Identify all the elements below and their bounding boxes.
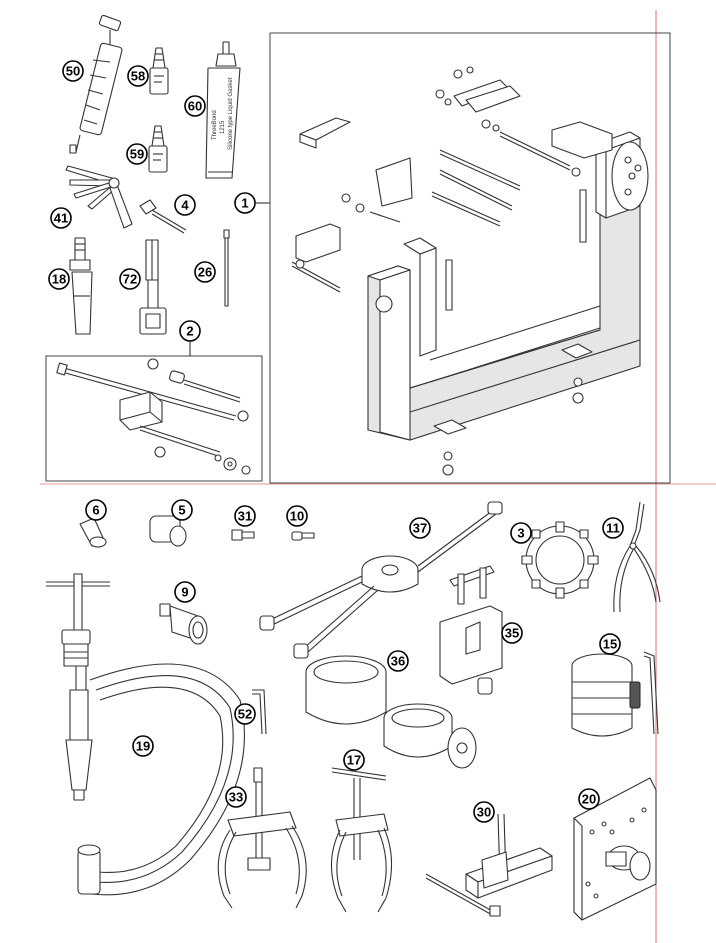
svg-text:11: 11 [606,521,620,536]
svg-text:52: 52 [238,707,252,722]
sleeve-6 [79,517,107,548]
svg-text:60: 60 [188,99,202,114]
callout-72: 72 [119,268,141,290]
syringe-tool [69,14,123,154]
callout-2: 2 [179,320,201,342]
puller-17 [330,767,393,913]
svg-text:4: 4 [181,198,189,213]
svg-text:6: 6 [92,503,99,518]
toothed-ring-3 [521,521,599,599]
callout-50: 50 [62,60,84,82]
holding-tool-35 [439,565,503,695]
svg-text:1: 1 [241,196,248,211]
callout-15: 15 [599,633,621,655]
sealant-tube: ThreeBond 1215 Silicone type Liquid Gask… [205,41,241,179]
socket-5 [149,515,187,547]
svg-text:36: 36 [391,654,405,669]
svg-text:17: 17 [347,753,361,768]
callout-20: 20 [578,788,600,810]
callout-33: 33 [225,786,247,808]
svg-text:33: 33 [229,790,243,805]
svg-text:35: 35 [505,626,519,641]
mount-plate-20 [573,777,657,921]
tube-label-desc: Silicone type Liquid Gasket [228,77,234,150]
svg-text:20: 20 [582,792,596,807]
svg-text:5: 5 [178,503,185,518]
svg-text:15: 15 [603,637,617,652]
pin-tool-26 [223,229,230,307]
callout-37: 37 [409,517,431,539]
valve-spring-compressor [46,573,245,896]
callout-59: 59 [126,143,148,165]
circlip-pliers [613,501,661,613]
socket-key-4 [139,199,187,234]
puller-33 [217,767,307,909]
callout-1: 1 [234,192,256,214]
svg-text:41: 41 [54,211,68,226]
callout-9: 9 [174,581,196,603]
svg-text:58: 58 [131,69,145,84]
svg-text:19: 19 [136,739,150,754]
threadlock-bottle-59 [148,125,168,173]
callout-10: 10 [286,505,308,527]
callout-60: 60 [184,95,206,117]
callout-36: 36 [387,650,409,672]
callout-11: 11 [602,517,624,539]
svg-text:3: 3 [517,526,524,541]
svg-text:10: 10 [290,509,304,524]
callout-4: 4 [174,194,196,216]
screw-10 [291,531,315,541]
hex-tool-72 [139,239,167,335]
svg-text:59: 59 [130,147,144,162]
assembly-frame-2 [45,355,263,482]
callout-52: 52 [234,703,256,725]
callout-35: 35 [501,622,523,644]
ring-compressor-15 [571,651,659,737]
callout-31: 31 [234,505,256,527]
callout-17: 17 [343,749,365,771]
svg-text:30: 30 [477,805,491,820]
callout-3: 3 [510,522,532,544]
callout-18: 18 [48,268,70,290]
bolt-31 [231,529,255,541]
adapter-9 [159,603,208,645]
svg-text:26: 26 [198,265,212,280]
engine-stand-1 [291,66,649,476]
svg-text:37: 37 [413,521,427,536]
callout-19: 19 [132,735,154,757]
sleeves-36 [305,655,477,769]
press-tool-30 [425,813,553,917]
assembly-frame-1 [269,32,671,484]
puller-tool-37 [259,501,503,659]
svg-text:9: 9 [181,585,188,600]
svg-text:31: 31 [238,509,252,524]
svg-text:72: 72 [123,272,137,287]
callout-41: 41 [50,207,72,229]
svg-text:2: 2 [186,324,193,339]
threadlock-bottle-58 [149,47,169,95]
tube-label-code: 1215 [220,120,226,134]
callout-30: 30 [473,801,495,823]
extractor-18 [69,237,93,335]
callout-26: 26 [194,261,216,283]
puller-assembly-2 [56,358,251,475]
feeler-gauge [65,165,133,229]
callout-58: 58 [127,65,149,87]
svg-text:18: 18 [52,272,66,287]
callout-5: 5 [171,499,193,521]
callout-6: 6 [85,499,107,521]
svg-text:50: 50 [66,64,80,79]
allen-key-52 [252,689,267,735]
tube-label-brand: ThreeBond [212,110,218,140]
